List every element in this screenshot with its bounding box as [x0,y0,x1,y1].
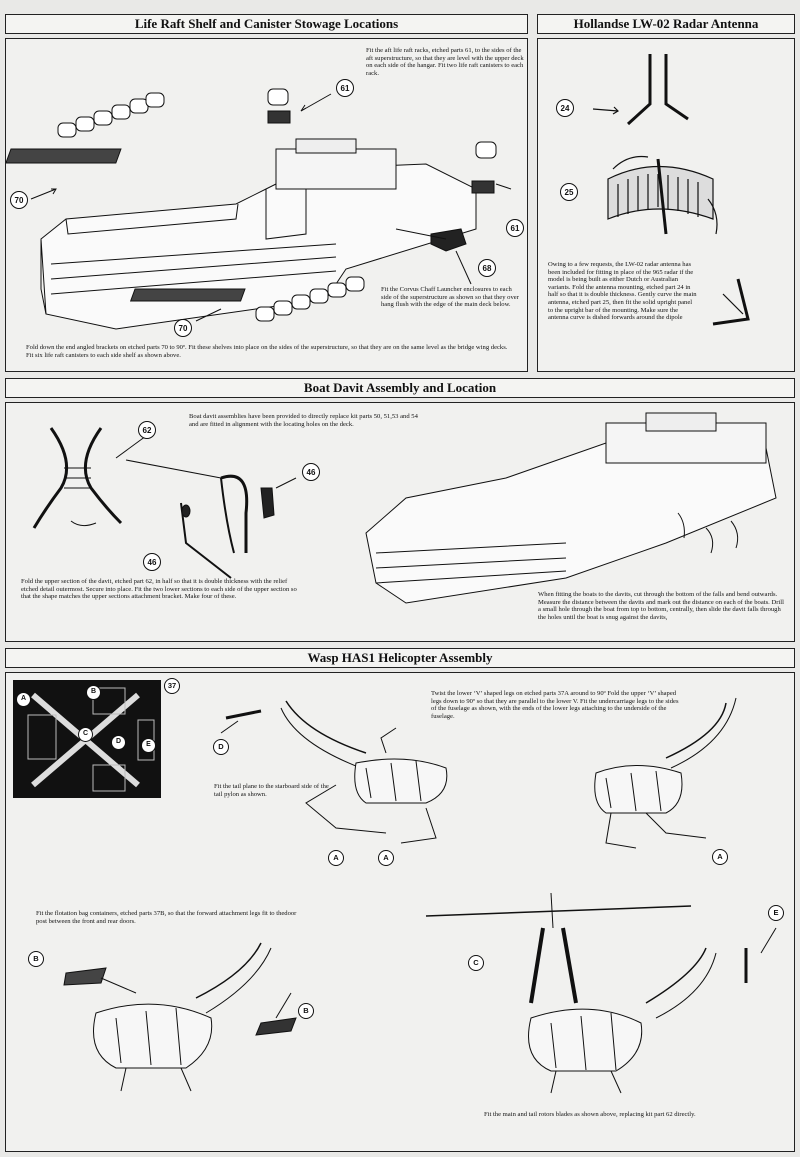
radar-illustration [592,54,750,326]
callout-24: 24 [556,99,574,117]
wasp-text-flotation: Fit the flotation bag containers, etched… [36,910,297,925]
davit-illustration [32,412,777,604]
callout-46-right: 46 [302,463,320,481]
fret-label-a: A [16,692,31,707]
liferaft-text-aft: Fit the aft life raft racks, etched part… [366,47,524,77]
fret-label-c: C [78,727,93,742]
fret-label-d: D [111,735,126,750]
davit-title: Boat Davit Assembly and Location [5,378,795,398]
liferaft-illustration [6,88,512,330]
callout-46-left: 46 [143,553,161,571]
liferaft-panel: 61 70 61 68 70 Fit the aft life raft rac… [5,38,528,372]
wasp-text-tail: Fit the tail plane to the starboard side… [214,783,329,798]
callout-61-right: 61 [506,219,524,237]
liferaft-text-chaff: Fit the Corvus Chaff Launcher enclosures… [381,286,519,309]
callout-b-right: B [298,1003,314,1019]
callout-25: 25 [560,183,578,201]
callout-a-2: A [378,850,394,866]
wasp-illustration [63,697,777,1094]
callout-c: C [468,955,484,971]
davit-text-fold: Fold the upper section of the davit, etc… [21,578,297,601]
callout-70-bottom: 70 [174,319,192,337]
callout-37: 37 [164,678,180,694]
callout-62: 62 [138,421,156,439]
wasp-text-legs: Twist the lower ‘V’ shaped legs on etche… [431,690,679,720]
davit-text-boats: When fitting the boats to the davits, cu… [538,591,784,621]
liferaft-text-brackets: Fold down the end angled brackets on etc… [26,344,508,359]
fret-label-e: E [141,738,156,753]
callout-61-top: 61 [336,79,354,97]
callout-d: D [213,739,229,755]
callout-a-3: A [712,849,728,865]
wasp-text-rotors: Fit the main and tail rotors blades as s… [484,1111,696,1118]
liferaft-title: Life Raft Shelf and Canister Stowage Loc… [5,14,528,34]
callout-e: E [768,905,784,921]
radar-panel: 24 25 Owing to a few requests, the LW-02… [537,38,795,372]
davit-panel: 62 46 46 Boat davit assemblies have been… [5,402,795,642]
radar-text: Owing to a few requests, the LW-02 radar… [548,261,697,322]
callout-70-left: 70 [10,191,28,209]
wasp-title: Wasp HAS1 Helicopter Assembly [5,648,795,668]
callout-b-left: B [28,951,44,967]
wasp-panel: A B C D E 37 D A A A B B C E Twist the l… [5,672,795,1152]
callout-68: 68 [478,259,496,277]
fret-label-b: B [86,685,101,700]
davit-text-intro: Boat davit assemblies have been provided… [189,413,418,428]
callout-a-1: A [328,850,344,866]
radar-title: Hollandse LW-02 Radar Antenna [537,14,795,34]
etched-fret-37: A B C D E [13,680,161,798]
